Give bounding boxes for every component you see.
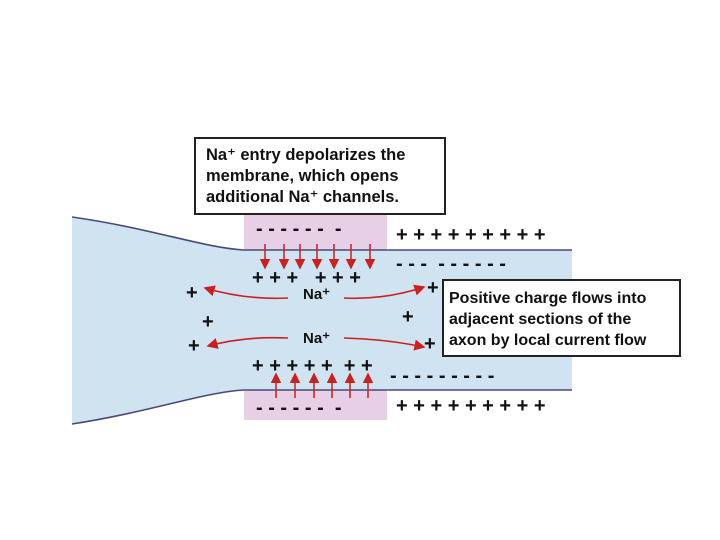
zone-outside-bottom-negative: - - - - - - -: [256, 397, 342, 419]
na-ion-label-upper: Na⁺: [303, 286, 330, 303]
curved-arrow-icon: [343, 284, 426, 300]
callout-text-line: Na⁺ entry depolarizes the: [206, 146, 406, 164]
curved-arrow-icon: [203, 285, 289, 300]
axon-membrane-bottom: [71, 389, 572, 425]
callout-text-line: adjacent sections of the: [449, 311, 632, 328]
curved-arrow-icon: [343, 337, 426, 351]
left-plus-sign: +: [188, 335, 200, 357]
callout-text-line: additional Na⁺ channels.: [206, 188, 399, 206]
na-ion-label-lower: Na⁺: [303, 330, 330, 347]
local-current-arrows: [203, 284, 426, 351]
right-plus-sign: +: [424, 333, 436, 355]
zone-inside-top-positive: + + + + + +: [252, 267, 361, 289]
right-outside-bottom-positive: + + + + + + + + +: [396, 395, 546, 417]
right-plus-sign: +: [427, 277, 439, 299]
axon-membrane-top: [71, 216, 572, 251]
callout-text-line: axon by local current flow: [449, 332, 647, 349]
axon: [72, 217, 572, 424]
right-inside-top-negative: - - - - - - - - -: [396, 253, 506, 275]
right-plus-sign: +: [402, 306, 414, 328]
right-outside-top-positive: + + + + + + + + +: [396, 224, 546, 246]
zone-inside-bottom-positive: + + + + + + +: [252, 355, 373, 377]
zone-outside-top-negative: - - - - - - -: [256, 218, 342, 240]
curved-arrow-icon: [206, 336, 289, 349]
right-inside-bottom-negative: - - - - - - - - -: [390, 365, 494, 387]
na-influx-arrows-top: [259, 244, 376, 270]
depolarization-callout: Na⁺ entry depolarizes the membrane, whic…: [194, 137, 446, 215]
left-plus-sign: +: [186, 282, 198, 304]
callout-text-line: Positive charge flows into: [449, 290, 647, 307]
left-plus-sign: +: [202, 311, 214, 333]
na-influx-arrows-bottom: [270, 372, 374, 398]
local-current-callout: Positive charge flows into adjacent sect…: [442, 279, 681, 357]
callout-text-line: membrane, which opens: [206, 167, 399, 185]
